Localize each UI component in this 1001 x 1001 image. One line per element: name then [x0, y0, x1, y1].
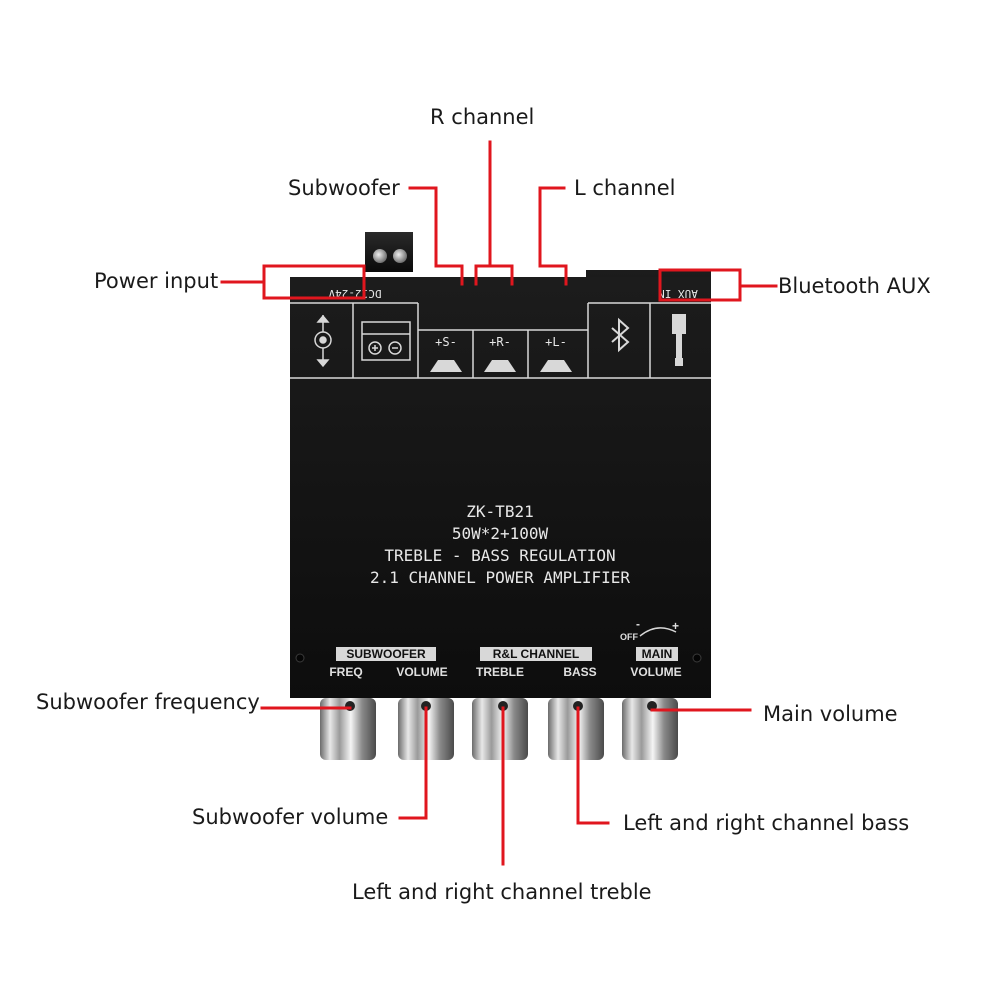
mounting-holes — [295, 653, 702, 663]
callout-bluetooth-aux: Bluetooth AUX — [778, 274, 931, 298]
leader-l-channel-2 — [538, 264, 568, 286]
leader-sub-volume — [398, 706, 428, 820]
callout-power-input: Power input — [94, 269, 219, 293]
amplifier-type: 2.1 CHANNEL POWER AMPLIFIER — [370, 568, 630, 587]
knob-label-sub-volume: VOLUME — [396, 665, 447, 679]
callout-main-volume: Main volume — [763, 702, 898, 726]
power-switch-indicator: OFF - + — [620, 617, 679, 642]
speaker-icon-right — [484, 360, 516, 372]
aux-jack-icon — [672, 314, 686, 366]
power-connector — [365, 232, 413, 272]
switch-minus-label: - — [636, 617, 640, 631]
leader-r-channel — [474, 140, 492, 286]
callout-lr-treble: Left and right channel treble — [352, 880, 652, 904]
knob-group-subwoofer-label: SUBWOOFER — [346, 647, 426, 661]
terminal-label-r: +R- — [489, 335, 511, 349]
knob-group-rl: R&L CHANNEL — [480, 647, 592, 661]
leader-subwoofer — [408, 186, 438, 268]
aux-in-label: AUX IN — [658, 287, 698, 300]
polarity-icon — [361, 321, 411, 361]
knob-treble[interactable] — [472, 698, 528, 760]
amplifier-board — [290, 277, 711, 698]
speaker-icons — [430, 360, 572, 372]
callout-l-channel: L channel — [574, 176, 676, 200]
terminal-label-s: +S- — [435, 335, 457, 349]
knob-label-main-volume: VOLUME — [630, 665, 681, 679]
knob-group-rl-label: R&L CHANNEL — [493, 647, 579, 661]
terminal-label-l: +L- — [545, 335, 567, 349]
knob-group-main-label: MAIN — [642, 647, 673, 661]
callout-subwoofer-volume: Subwoofer volume — [192, 805, 389, 829]
power-rating: 50W*2+100W — [452, 524, 549, 543]
leader-bass — [576, 706, 610, 825]
knob-bass[interactable] — [548, 698, 604, 760]
speaker-icon-sub — [430, 360, 462, 372]
bluetooth-icon — [611, 317, 630, 353]
leader-subwoofer-2 — [434, 264, 464, 286]
knob-main-volume[interactable] — [622, 698, 678, 760]
knob-label-treble: TREBLE — [476, 665, 524, 679]
leader-l-channel — [538, 186, 566, 268]
switch-plus-label: + — [672, 619, 679, 633]
knob-label-freq: FREQ — [329, 665, 362, 679]
knob-group-subwoofer: SUBWOOFER — [336, 647, 436, 661]
callout-lr-bass: Left and right channel bass — [623, 811, 910, 835]
model-name: ZK-TB21 — [466, 502, 533, 521]
callout-r-channel: R channel — [430, 105, 535, 129]
top-panel-outline — [290, 302, 711, 379]
knob-label-bass: BASS — [563, 665, 596, 679]
leader-r-channel-2 — [488, 264, 514, 286]
leader-bluetooth-box — [658, 268, 742, 302]
speaker-icon-left — [540, 360, 572, 372]
callout-subwoofer-frequency: Subwoofer frequency — [36, 690, 260, 714]
switch-off-label: OFF — [620, 632, 638, 642]
feature-text: TREBLE - BASS REGULATION — [384, 546, 615, 565]
dc-jack-icon — [314, 314, 332, 368]
knob-group-main: MAIN — [636, 647, 678, 661]
leader-power-box — [262, 264, 366, 300]
leader-lines — [220, 140, 778, 866]
callout-subwoofer: Subwoofer — [288, 176, 400, 200]
